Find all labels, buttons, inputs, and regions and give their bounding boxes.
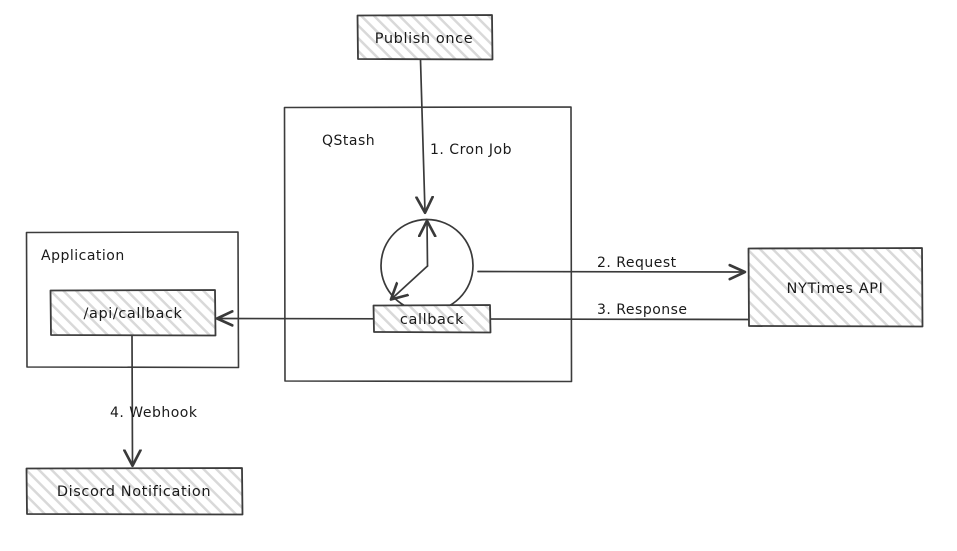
node-api-callback[interactable]: /api/callback <box>49 289 217 337</box>
edge-label-request: 2. Request <box>597 255 677 271</box>
clock-icon <box>380 218 474 313</box>
nytimes-api-label: NYTimes API <box>787 281 884 297</box>
node-nytimes-api[interactable]: NYTimes API <box>747 247 924 328</box>
node-publish-once[interactable]: Publish once <box>356 14 494 61</box>
edge-webhook <box>132 334 133 465</box>
callback-label: callback <box>400 312 464 328</box>
publish-once-label: Publish once <box>375 31 473 47</box>
qstash-container <box>283 106 573 383</box>
edge-label-cron-job: 1. Cron Job <box>430 142 512 158</box>
api-callback-label: /api/callback <box>83 306 182 322</box>
node-callback[interactable]: callback <box>372 304 492 334</box>
application-container-label: Application <box>41 248 125 264</box>
application-container <box>25 231 240 369</box>
edge-label-response: 3. Response <box>597 302 688 318</box>
edge-cron-job <box>421 59 426 212</box>
edge-label-webhook: 4. Webhook <box>110 405 198 421</box>
discord-notification-label: Discord Notification <box>57 484 211 500</box>
node-discord-notification[interactable]: Discord Notification <box>25 467 244 516</box>
qstash-container-label: QStash <box>322 133 375 149</box>
edge-request <box>477 272 744 273</box>
